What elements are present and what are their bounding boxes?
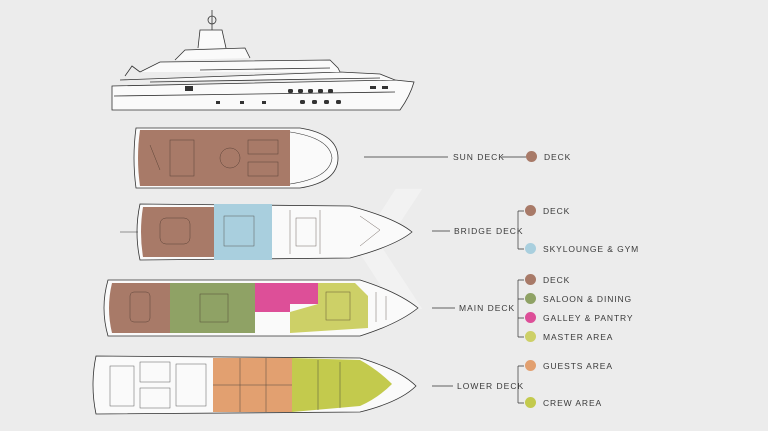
deck-label-main: MAIN DECK [459, 303, 516, 313]
legend-label-galley: GALLEY & PANTRY [543, 313, 634, 323]
legend-label-guests: GUESTS AREA [543, 361, 613, 371]
legend-label-crew: CREW AREA [543, 398, 603, 408]
deck-label-lower: LOWER DECK [457, 381, 525, 391]
legend-dot [525, 397, 536, 408]
legend-dot [525, 205, 536, 216]
legend-dot [525, 293, 536, 304]
deck-label-sun: SUN DECK [453, 152, 505, 162]
deck-label-bridge: BRIDGE DECK [454, 226, 524, 236]
legend-label-master: MASTER AREA [543, 332, 614, 342]
main-deck-plan [103, 279, 419, 337]
legend-dot [525, 274, 536, 285]
legend-dot [525, 331, 536, 342]
lower-deck-plan [92, 355, 417, 415]
legend-dot [526, 151, 537, 162]
sun-deck-plan [133, 127, 339, 189]
legend-label-bridge-deck: DECK [543, 206, 571, 216]
bridge-deck-plan [120, 203, 413, 261]
yacht-profile [111, 10, 415, 111]
leader-lines [364, 156, 526, 404]
legend-label-main-deck: DECK [543, 275, 571, 285]
legend-dot [525, 312, 536, 323]
legend-label-skylounge: SKYLOUNGE & GYM [543, 244, 640, 254]
legend-label-saloon: SALOON & DINING [543, 294, 633, 304]
legend-dot [525, 243, 536, 254]
legend-label-sun-deck: DECK [544, 152, 572, 162]
legend-dot [525, 360, 536, 371]
